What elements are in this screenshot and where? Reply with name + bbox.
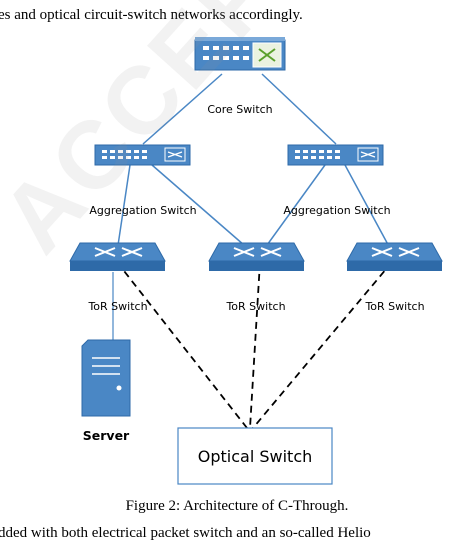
core-switch-label: Core Switch: [207, 103, 272, 116]
optical-switch-box: [177, 427, 333, 485]
tor-switch-label-1: ToR Switch: [87, 300, 147, 313]
tor-switch-1-icon: [69, 242, 166, 271]
link-agg2-tor3: [344, 164, 393, 253]
link-agg1-tor1: [116, 164, 131, 253]
body-text-top: es and optical circuit-switch networks a…: [0, 7, 303, 23]
server-label: Server: [83, 428, 130, 443]
core-switch-icon: [194, 37, 286, 71]
link-agg1-tor2: [151, 164, 253, 253]
tor-switch-label-2: ToR Switch: [225, 300, 285, 313]
optical-link-tor1: [116, 261, 248, 429]
aggregation-switch-label-left: Aggregation Switch: [89, 204, 196, 217]
tor-switch-2-icon: [208, 242, 305, 271]
link-agg2-tor2: [261, 164, 326, 253]
figure-caption: Figure 2: Architecture of C-Through.: [125, 498, 349, 514]
aggregation-switch-left-icon: [94, 144, 191, 166]
aggregation-switch-label-right: Aggregation Switch: [283, 204, 390, 217]
server-icon: [81, 339, 131, 417]
optical-switch-label: Optical Switch: [198, 447, 313, 466]
body-text-bottom: dded with both electrical packet switch …: [0, 525, 371, 541]
optical-link-tor3: [252, 261, 393, 429]
tor-switch-3-icon: [346, 242, 443, 271]
aggregation-switch-right-icon: [287, 144, 384, 166]
tor-switch-label-3: ToR Switch: [364, 300, 424, 313]
link-core-agg-right: [261, 73, 337, 145]
link-core-agg-left: [142, 73, 223, 145]
optical-link-tor2: [249, 261, 261, 429]
